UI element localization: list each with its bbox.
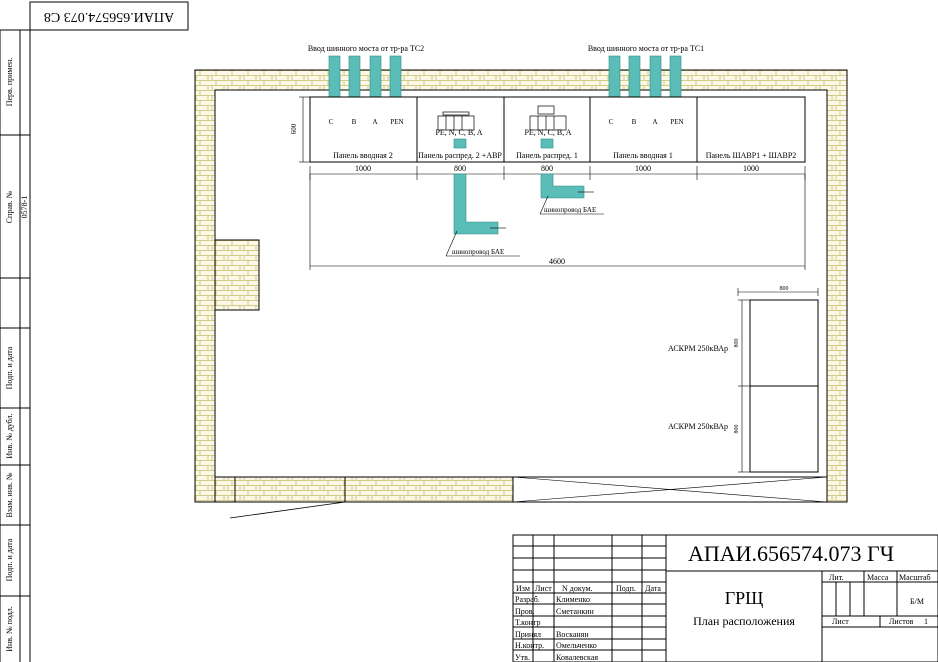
margin-sprav-value: 0578-1	[20, 196, 29, 219]
person-4: Омельченко	[556, 641, 597, 650]
askrm-2-label: АСКРМ 250кВАр	[668, 422, 728, 431]
phase-right-pen: PEN	[670, 118, 683, 126]
top-stamp-text: АПАИ.656574.073 С8	[44, 9, 174, 24]
panel-name-5: Панель ШАВР1 + ШАВР2	[706, 151, 797, 160]
sheets-total-label: Листов	[889, 617, 914, 626]
panel-name-2: Панель распред. 2 +АВР	[418, 151, 502, 160]
top-stamp: АПАИ.656574.073 С8	[29, 1, 189, 31]
dim-total	[309, 174, 806, 270]
panel-dimension-line	[309, 166, 806, 180]
margin-podp-data-1: Подп. и дата	[5, 346, 14, 389]
margin-podp-data-2: Подп. и дата	[5, 538, 14, 581]
massa-label: Масса	[867, 573, 889, 582]
person-0: Клименко	[556, 595, 590, 604]
role-2: Т.контр	[515, 618, 540, 627]
phase-right-a: А	[652, 118, 657, 126]
role-4: Н.контр.	[515, 641, 544, 650]
phase-left-pen: PEN	[390, 118, 403, 126]
person-3: Восканян	[556, 630, 589, 639]
panel-name-1: Панель вводная 2	[333, 151, 393, 160]
col-izm: Изм	[516, 584, 530, 593]
panel-dim-1: 1000	[355, 164, 371, 173]
feed-tc2-label: Ввод шинного моста от тр-ра ТС2	[308, 44, 424, 53]
busway-left-label: шинопровод БАЕ	[452, 248, 504, 256]
title-designation: АПАИ.656574.073 ГЧ	[688, 541, 894, 566]
title-subtitle: План расположения	[693, 614, 795, 628]
masshtab-label: Масштаб	[899, 573, 931, 582]
dim-600-label: 600	[290, 123, 298, 134]
askrm-units	[749, 299, 819, 473]
busway-right-label: шинопровод БАЕ	[544, 206, 596, 214]
askrm-depth-1-label: 800	[734, 339, 740, 348]
panel-name-3: Панель распред. 1	[516, 151, 578, 160]
askrm-depth-2-label: 800	[734, 425, 740, 434]
phase-right-b: В	[632, 118, 637, 126]
title-block	[512, 534, 938, 662]
panel-bus-label-2: PE, N, C, B, A	[524, 128, 571, 137]
role-5: Утв.	[515, 653, 530, 662]
title-name: ГРЩ	[725, 588, 764, 608]
role-3: Принял	[515, 630, 541, 639]
sheet-label: Лист	[832, 617, 849, 626]
bus-symbols	[437, 105, 567, 131]
phase-left-b: В	[352, 118, 357, 126]
dim-600	[299, 96, 310, 163]
askrm-1-label: АСКРМ 250кВАр	[668, 344, 728, 353]
busway-stub-left	[453, 138, 467, 149]
margin-vzam-inv: Взам. инв. №	[5, 472, 14, 517]
role-0: Разраб.	[515, 595, 540, 604]
busway-stub-right	[540, 138, 554, 149]
busway-right	[540, 173, 585, 199]
panel-bus-label-1: PE, N, C, B, A	[435, 128, 482, 137]
col-list: Лист	[535, 584, 552, 593]
col-podp: Подп.	[616, 584, 636, 593]
dim-total-label: 4600	[549, 257, 565, 266]
phase-right-c: С	[609, 118, 614, 126]
panel-dim-2: 800	[454, 164, 466, 173]
person-1: Сметанкин	[556, 607, 595, 616]
feed-tc1-label: Ввод шинного моста от тр-ра ТС1	[588, 44, 704, 53]
sheets-total-value: 1	[924, 617, 928, 626]
role-1: Пров.	[515, 607, 535, 616]
panel-dim-5: 1000	[743, 164, 759, 173]
phase-left-a: А	[372, 118, 377, 126]
margin-sprav-no: Справ. №	[5, 190, 14, 223]
left-margin	[0, 29, 31, 662]
scale-value: Б/М	[910, 597, 924, 606]
phase-left-c: С	[329, 118, 334, 126]
margin-perv-primen: Перв. примен.	[5, 58, 14, 107]
askrm-width-label: 800	[780, 286, 789, 292]
room-walls	[194, 69, 848, 519]
col-data: Дата	[645, 584, 661, 593]
person-5: Ковалевская	[556, 653, 598, 662]
panel-dim-3: 800	[541, 164, 553, 173]
lit-label: Лит.	[829, 573, 844, 582]
margin-inv-dubl: Инв. № дубл.	[5, 413, 14, 458]
panel-dim-4: 1000	[635, 164, 651, 173]
panel-name-4: Панель вводная 1	[613, 151, 673, 160]
margin-inv-podl: Инв. № подл.	[5, 606, 14, 652]
col-doc: N докум.	[562, 584, 593, 593]
busway-left	[453, 173, 499, 235]
